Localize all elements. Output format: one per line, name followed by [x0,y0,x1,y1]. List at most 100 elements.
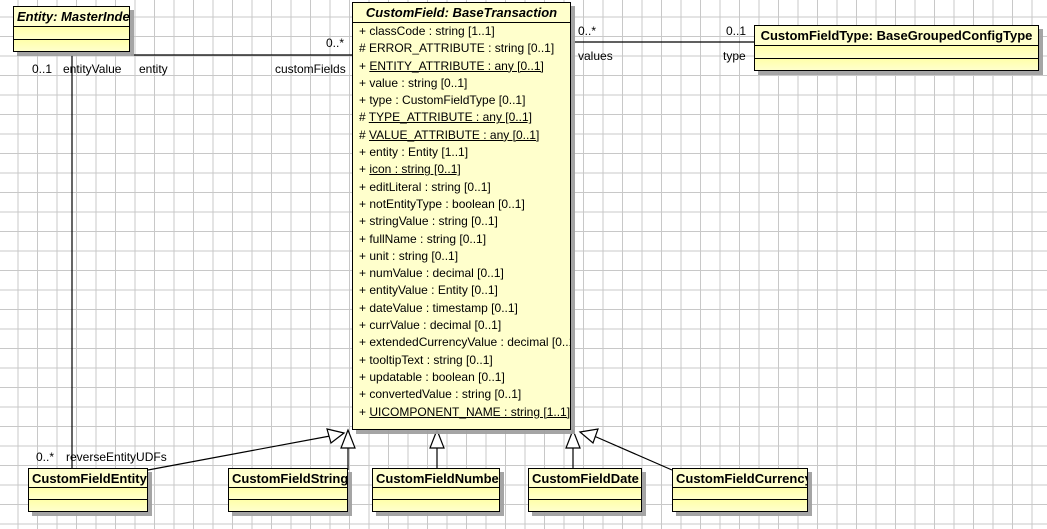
class-custom-field-date-operations [529,500,641,511]
attribute-row: + currValue : decimal [0..1] [353,317,570,334]
class-custom-field-name: CustomField: BaseTransaction [353,3,570,23]
attribute-row: + extendedCurrencyValue : decimal [0..1] [353,334,570,351]
attribute-row: + updatable : boolean [0..1] [353,369,570,386]
attribute-visibility: # [359,127,370,142]
attribute-row: + convertedValue : string [0..1] [353,386,570,403]
attribute-signature: convertedValue : string [0..1] [369,387,522,402]
class-custom-field-entity-attributes [29,488,147,500]
gen-number-arrowhead [429,428,445,449]
attribute-visibility: + [359,318,370,333]
class-entity-master-index[interactable]: Entity: MasterIndex [13,6,130,52]
attribute-row: + stringValue : string [0..1] [353,213,570,230]
attribute-row: + numValue : decimal [0..1] [353,265,570,282]
gen-entity-arrowhead [326,428,346,445]
attribute-row: + UICOMPONENT_NAME : string [1..1] [353,404,570,421]
attribute-visibility: + [359,352,370,367]
gen-date-arrowhead [565,428,581,449]
gen-currency-line [593,435,673,471]
attribute-row: # VALUE_ATTRIBUTE : any [0..1] [353,127,570,144]
attribute-row: + unit : string [0..1] [353,248,570,265]
assoc-source-role-entityvalue: entityValue [63,62,122,76]
class-custom-field-number[interactable]: CustomFieldNumber [372,468,500,512]
assoc-source-role-values: values [578,49,613,63]
class-custom-field-entity-name: CustomFieldEntity [29,469,147,488]
attribute-row: + fullName : string [0..1] [353,231,570,248]
class-custom-field-string-operations [229,500,347,511]
assoc-target-multiplicity-type: 0..1 [726,24,747,38]
attribute-signature: tooltipText : string [0..1] [369,352,493,367]
attribute-signature: value : string [0..1] [369,75,468,90]
class-custom-field-type[interactable]: CustomFieldType: BaseGroupedConfigType [754,25,1039,71]
attribute-visibility: + [359,248,370,263]
class-entity-master-index-attributes [14,27,129,40]
attribute-visibility: # [359,110,369,125]
class-custom-field-number-name: CustomFieldNumber [373,469,499,488]
attribute-signature: TYPE_ATTRIBUTE : any [0..1] [368,110,532,125]
attribute-signature: classCode : string [1..1] [369,24,495,38]
class-entity-master-index-operations [14,40,129,51]
attribute-signature: numValue : decimal [0..1] [369,266,504,281]
attribute-visibility: + [359,335,370,350]
class-custom-field-currency-name: CustomFieldCurrency [673,469,807,488]
class-custom-field-number-attributes [373,488,499,500]
attribute-signature: stringValue : string [0..1] [369,214,498,229]
attribute-row: + icon : string [0..1] [353,161,570,178]
class-custom-field-currency[interactable]: CustomFieldCurrency [672,468,808,512]
attribute-visibility: + [359,214,370,229]
attribute-signature: notEntityType : boolean [0..1] [369,196,525,211]
attribute-visibility: + [359,266,370,281]
attribute-signature: currValue : decimal [0..1] [369,318,502,333]
assoc-target-role-customfields: customFields [275,62,346,76]
attribute-row: + notEntityType : boolean [0..1] [353,196,570,213]
attribute-row: + editLiteral : string [0..1] [353,179,570,196]
class-custom-field-date-name: CustomFieldDate [529,469,641,488]
attribute-signature: VALUE_ATTRIBUTE : any [0..1] [369,127,540,142]
attribute-signature: type : CustomFieldType [0..1] [369,93,526,108]
class-entity-master-index-name: Entity: MasterIndex [14,7,129,27]
attribute-visibility: + [359,196,370,211]
attribute-signature: icon : string [0..1] [369,162,461,177]
attribute-visibility: + [359,75,370,90]
class-custom-field-entity[interactable]: CustomFieldEntity [28,468,148,512]
attribute-visibility: + [359,145,370,160]
class-custom-field-attributes: + classCode : string [1..1]# ERROR_ATTRI… [353,23,570,421]
attribute-visibility: + [359,93,370,108]
class-custom-field-type-operations [755,59,1038,70]
class-custom-field-type-name: CustomFieldType: BaseGroupedConfigType [755,26,1038,46]
attribute-visibility: + [359,231,370,246]
gen-entity-line [147,435,331,471]
assoc-multiplicity-reverse-entity-udfs: 0..* [36,450,55,464]
attribute-signature: fullName : string [0..1] [369,231,487,246]
attribute-signature: ENTITY_ATTRIBUTE : any [0..1] [369,58,544,73]
attribute-row: + ENTITY_ATTRIBUTE : any [0..1] [353,58,570,75]
class-custom-field-string[interactable]: CustomFieldString [228,468,348,512]
attribute-row: + entityValue : Entity [0..1] [353,282,570,299]
attribute-row: + value : string [0..1] [353,75,570,92]
class-custom-field-entity-operations [29,500,147,511]
attribute-signature: entityValue : Entity [0..1] [369,283,498,298]
class-custom-field-currency-operations [673,500,807,511]
class-custom-field-type-attributes [755,46,1038,59]
attribute-visibility: + [359,58,370,73]
attribute-signature: entity : Entity [1..1] [369,145,469,160]
class-custom-field-string-name: CustomFieldString [229,469,347,488]
attribute-signature: unit : string [0..1] [369,248,459,263]
assoc-source-multiplicity-values: 0..* [578,24,597,38]
attribute-row: + tooltipText : string [0..1] [353,352,570,369]
attribute-row: + classCode : string [1..1] [353,23,570,40]
attribute-signature: UICOMPONENT_NAME : string [1..1] [369,404,570,419]
assoc-target-role-type: type [723,49,746,63]
class-custom-field[interactable]: CustomField: BaseTransaction + classCode… [352,2,571,430]
attribute-visibility: + [359,404,370,419]
assoc-role-reverse-entity-udfs: reverseEntityUDFs [66,450,167,464]
attribute-visibility: # [359,41,370,56]
gen-currency-arrowhead [578,428,599,445]
class-custom-field-date[interactable]: CustomFieldDate [528,468,642,512]
attribute-row: # TYPE_ATTRIBUTE : any [0..1] [353,109,570,126]
attribute-row: + entity : Entity [1..1] [353,144,570,161]
assoc-source-multiplicity-entity: 0..1 [32,62,53,76]
class-custom-field-number-operations [373,500,499,511]
attribute-signature: dateValue : timestamp [0..1] [369,300,518,315]
class-custom-field-date-attributes [529,488,641,500]
